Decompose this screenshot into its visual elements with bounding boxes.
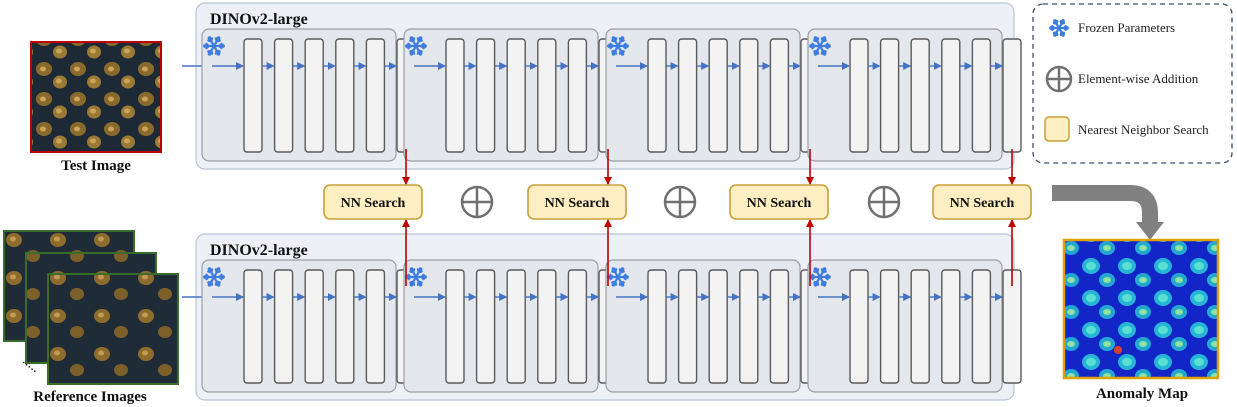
transformer-layer — [677, 269, 698, 384]
transformer-layer — [910, 269, 930, 384]
transformer-layer — [445, 38, 465, 153]
transformer-layer — [273, 38, 294, 153]
transformer-layer — [849, 38, 869, 153]
encoder-stage — [605, 259, 820, 393]
nn-search-label: NN Search — [341, 196, 406, 211]
transformer-layer — [537, 38, 557, 153]
legend-frozen-label: Frozen Parameters — [1078, 20, 1175, 35]
encoder-top: DINOv2-large — [182, 2, 1022, 170]
snowflake-icon — [405, 36, 427, 56]
transformer-layer — [879, 38, 900, 153]
transformer-layer — [647, 269, 667, 384]
transformer-layer — [475, 38, 496, 153]
snowflake-icon — [809, 36, 831, 56]
nn-search-label: NN Search — [950, 196, 1015, 211]
transformer-layer — [941, 269, 961, 384]
transformer-layer — [243, 269, 263, 384]
transformer-layer — [708, 38, 728, 153]
nn-search-box: NN Search — [527, 184, 627, 220]
transformer-layer — [335, 269, 355, 384]
transformer-layer — [879, 269, 900, 384]
transformer-layer — [567, 269, 588, 384]
transformer-layer — [475, 269, 496, 384]
snowflake-icon — [809, 267, 831, 287]
encoder-stage — [403, 28, 618, 162]
transformer-layer — [769, 38, 790, 153]
transformer-layer — [445, 269, 465, 384]
test-image-caption: Test Image — [61, 158, 131, 174]
snowflake-icon — [405, 267, 427, 287]
transformer-layer — [1002, 269, 1022, 384]
transformer-layer — [365, 38, 386, 153]
snowflake-icon — [203, 267, 225, 287]
transformer-layer — [304, 38, 324, 153]
transformer-layer — [769, 269, 790, 384]
legend-nn-label: Nearest Neighbor Search — [1078, 122, 1209, 137]
encoder-stage — [807, 259, 1022, 393]
reference-images-caption: Reference Images — [33, 389, 147, 405]
transformer-layer — [365, 269, 386, 384]
addition-icon — [460, 185, 494, 219]
reference-images: .....Reference Images — [3, 230, 179, 405]
nn-search-box: NN Search — [729, 184, 829, 220]
transformer-layer — [849, 269, 869, 384]
transformer-layer — [910, 38, 930, 153]
transformer-layer — [567, 38, 588, 153]
encoder-stage — [201, 28, 416, 162]
encoder-bottom: DINOv2-large — [182, 233, 1022, 401]
nn-search-box-icon — [1044, 116, 1070, 142]
encoder-stage — [807, 28, 1022, 162]
transformer-layer — [304, 269, 324, 384]
transformer-layer — [739, 38, 759, 153]
encoder-stage — [605, 28, 820, 162]
reference-image — [47, 273, 179, 385]
addition-icon — [867, 185, 901, 219]
transformer-layer — [971, 269, 992, 384]
snowflake-icon — [203, 36, 225, 56]
transformer-layer — [1002, 38, 1022, 153]
transformer-layer — [335, 38, 355, 153]
legend-addition-label: Element-wise Addition — [1078, 71, 1199, 86]
transformer-layer — [971, 38, 992, 153]
transformer-layer — [273, 269, 294, 384]
nn-search-box: NN Search — [323, 184, 423, 220]
transformer-layer — [941, 38, 961, 153]
transformer-layer — [506, 38, 526, 153]
transformer-layer — [537, 269, 557, 384]
transformer-layer — [647, 38, 667, 153]
curved-arrow-icon — [1052, 185, 1164, 240]
encoder-stage — [201, 259, 416, 393]
transformer-layer — [243, 38, 263, 153]
snowflake-icon — [607, 36, 629, 56]
anomaly-map: Anomaly Map — [1062, 238, 1220, 402]
nn-search-box: NN Search — [932, 184, 1032, 220]
transformer-layer — [506, 269, 526, 384]
snowflake-icon — [1049, 19, 1069, 37]
nn-search-label: NN Search — [747, 196, 812, 211]
encoder-stage — [403, 259, 618, 393]
encoder-title: DINOv2-large — [210, 242, 308, 259]
test-image: Test Image — [30, 41, 162, 174]
addition-icon — [663, 185, 697, 219]
encoder-title: DINOv2-large — [210, 11, 308, 28]
transformer-layer — [708, 269, 728, 384]
anomaly-map-caption: Anomaly Map — [1096, 386, 1188, 402]
circle-plus-icon — [1045, 65, 1073, 93]
nn-search-label: NN Search — [545, 196, 610, 211]
transformer-layer — [677, 38, 698, 153]
transformer-layer — [739, 269, 759, 384]
